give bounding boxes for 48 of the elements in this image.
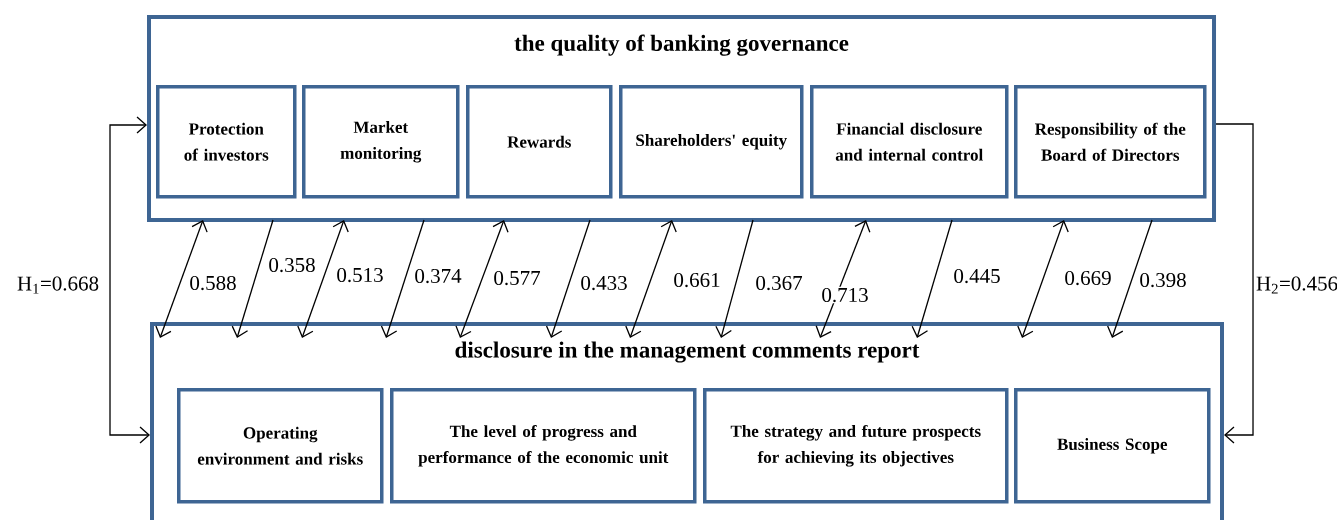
edge-label: H$_{1}$=0.668 bbox=[15, 275, 101, 295]
node-label: Rewards bbox=[507, 135, 571, 148]
factor-box bbox=[390, 388, 697, 504]
arrow bbox=[1215, 123, 1254, 444]
node-label: Operating environment and risks bbox=[197, 426, 363, 465]
arrow bbox=[545, 219, 591, 338]
node-label: Financial disclosure and internal control bbox=[835, 122, 983, 161]
edge-label: 0.713 bbox=[820, 286, 870, 304]
arrow bbox=[815, 220, 871, 338]
factor-box bbox=[619, 85, 804, 199]
edge-label: 0.358 bbox=[267, 256, 317, 274]
node-label: Business Scope bbox=[1057, 438, 1168, 454]
edge-label: 0.588 bbox=[188, 274, 238, 292]
edge-label: H$_{2}$=0.456 bbox=[1254, 275, 1337, 295]
arrow bbox=[109, 116, 150, 444]
factor-box bbox=[156, 85, 297, 199]
arrow bbox=[911, 219, 953, 338]
node-label: Market monitoring bbox=[340, 120, 422, 163]
edge-label: 0.577 bbox=[492, 269, 542, 287]
node-label: The level of progress and performance of the economic unit bbox=[418, 424, 669, 467]
factor-box bbox=[1014, 85, 1207, 199]
arrow bbox=[715, 219, 754, 338]
edge-label: 0.669 bbox=[1063, 269, 1113, 287]
arrow bbox=[455, 220, 509, 338]
factor-box bbox=[466, 85, 613, 199]
arrow bbox=[1107, 219, 1153, 338]
arrow bbox=[231, 219, 274, 338]
factor-box bbox=[1014, 388, 1211, 504]
node-label: Protection of investors bbox=[184, 122, 269, 161]
factor-box bbox=[810, 85, 1009, 199]
node-label: Shareholders' equity bbox=[636, 134, 787, 150]
edge-label: 0.367 bbox=[754, 274, 804, 292]
arrow bbox=[380, 219, 425, 338]
arrow bbox=[1017, 220, 1069, 338]
node-label: Responsibility of the Board of Directors bbox=[1035, 122, 1186, 161]
arrow bbox=[297, 220, 349, 338]
arrow bbox=[625, 220, 677, 338]
factor-box bbox=[703, 388, 1009, 504]
edge-label: 0.445 bbox=[952, 267, 1002, 285]
edge-label: 0.433 bbox=[579, 274, 629, 292]
factor-box bbox=[177, 388, 384, 504]
factor-box bbox=[302, 85, 460, 199]
edge-label: 0.398 bbox=[1138, 271, 1188, 289]
edge-label: 0.661 bbox=[672, 271, 722, 289]
edge-label: 0.374 bbox=[413, 267, 463, 285]
node-label: The strategy and future prospects for achieving its objectives bbox=[730, 424, 981, 467]
edge-label: 0.513 bbox=[335, 266, 385, 284]
arrow bbox=[155, 220, 208, 338]
